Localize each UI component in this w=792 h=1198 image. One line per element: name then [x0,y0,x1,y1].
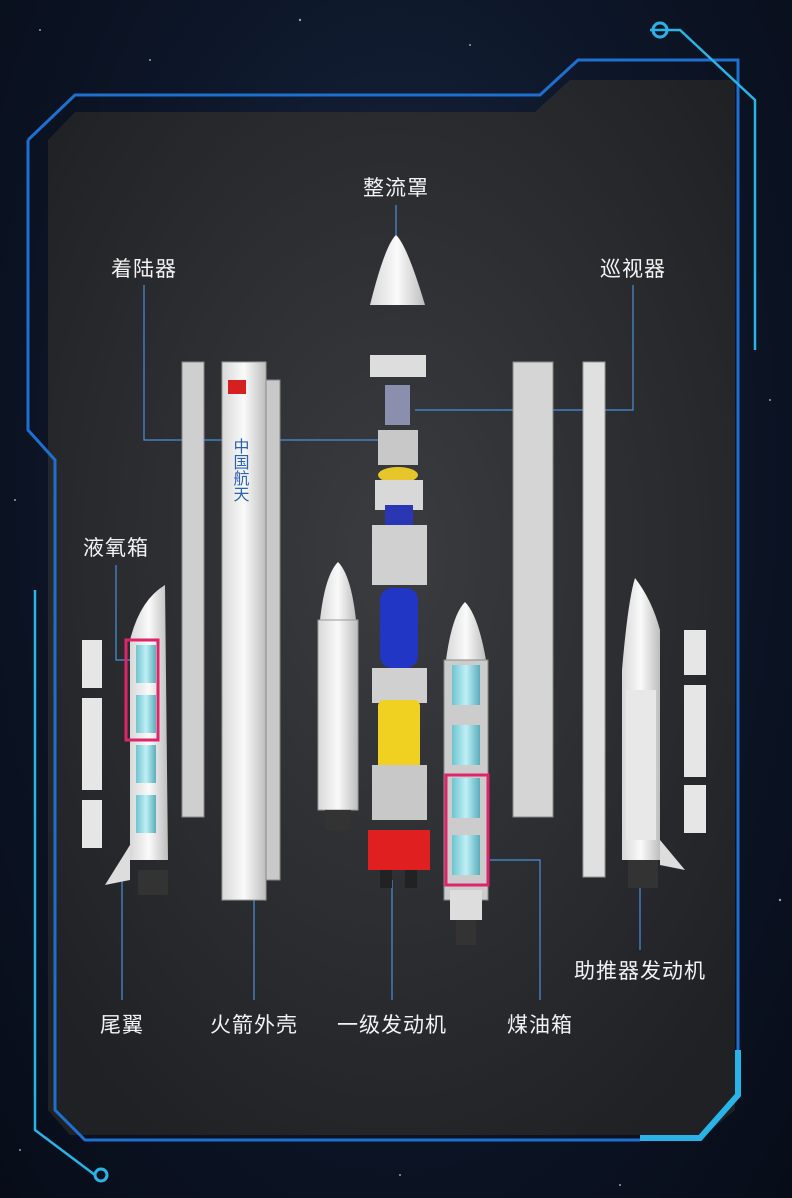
booster-mid-right [443,602,489,945]
frame-border [26,58,740,1142]
first-stage-stack [368,355,430,888]
label-fairing: 整流罩 [363,176,429,200]
lox-tank-highlight [124,638,160,742]
stars [14,18,782,1186]
frame-node-icon [651,21,669,39]
label-booster-engine: 助推器发动机 [574,959,706,983]
label-lander: 着陆器 [111,257,177,281]
rocket-marking: 中国航天 [231,438,250,502]
booster-mid-left [317,562,359,830]
booster-right [622,578,706,888]
label-rover: 巡视器 [600,257,666,281]
label-lox-tank: 液氧箱 [83,536,149,560]
label-tail-fin: 尾翼 [100,1013,144,1037]
rocket-shell-part: 中国航天 [221,361,281,901]
label-first-stage-engine: 一级发动机 [337,1013,447,1037]
label-rocket-shell: 火箭外壳 [210,1013,298,1037]
kerosene-tank-highlight [444,773,490,887]
fairing-part [370,235,425,305]
label-kerosene-tank: 煤油箱 [507,1013,573,1037]
